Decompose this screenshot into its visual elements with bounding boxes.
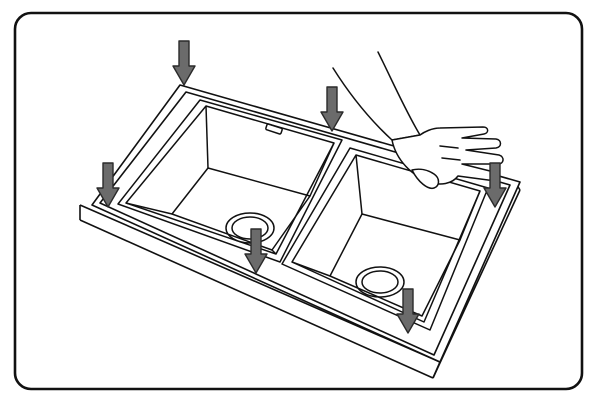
hand-illustration [332,51,504,190]
drain-icon [355,266,405,298]
overflow-slot [265,123,283,135]
countertop [79,181,521,379]
drain-icon [225,212,275,244]
left-bowl [117,99,343,263]
